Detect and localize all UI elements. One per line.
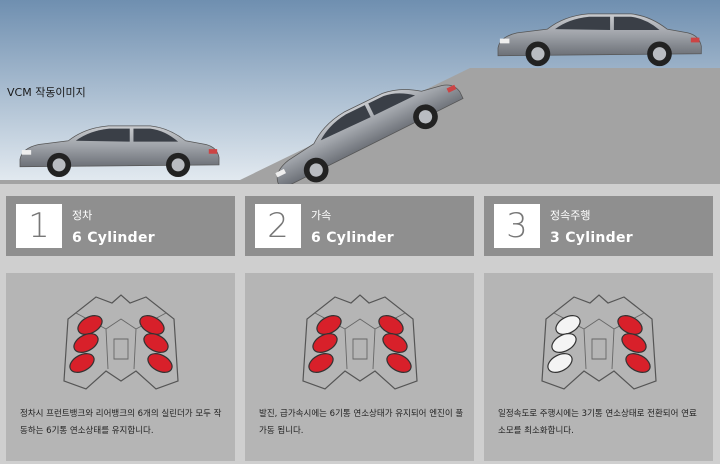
state-detail-1: 정차시 프런트뱅크와 리어뱅크의 6개의 실린더가 모두 작동하는 6기통 연소… [6, 273, 235, 461]
vcm-illustration: VCM 작동이미지 [0, 0, 720, 184]
cylinder-5 [382, 333, 408, 353]
v6-engine-icon [541, 294, 657, 390]
state-header-2: 2 가속 6 Cylinder [245, 196, 474, 256]
state-description-1: 정차시 프런트뱅크와 리어뱅크의 6개의 실린더가 모두 작동하는 6기통 연소… [20, 409, 222, 436]
engine-outline [302, 294, 418, 390]
cylinder-count-1: 6 Cylinder [72, 230, 156, 246]
cylinder-6 [386, 353, 412, 373]
cylinder-4 [378, 315, 404, 335]
cylinder-2 [73, 333, 99, 353]
cylinder-6 [625, 353, 651, 373]
cylinder-3 [308, 353, 334, 373]
cylinder-3 [547, 353, 573, 373]
state-number-3: 3 [494, 204, 540, 248]
cylinder-3 [69, 353, 95, 373]
cylinder-5 [143, 333, 169, 353]
state-detail-2: 발진, 급가속시에는 6기통 연소상태가 유지되어 엔진이 풀가동 됩니다. [245, 273, 474, 461]
engine-outline [541, 294, 657, 390]
cylinder-6 [147, 353, 173, 373]
v6-engine-icon [63, 294, 179, 390]
state-number-1: 1 [16, 204, 62, 248]
cylinder-4 [617, 315, 643, 335]
cylinder-1 [77, 315, 103, 335]
cylinder-count-2: 6 Cylinder [311, 230, 395, 246]
engine-detail [553, 312, 645, 370]
engine-detail [75, 312, 167, 370]
cylinder-1 [555, 315, 581, 335]
engine-outline [63, 294, 179, 390]
state-label-2: 가속 [311, 209, 332, 222]
cylinder-1 [316, 315, 342, 335]
state-description-3: 일정속도로 주행시에는 3기통 연소상태로 전환되어 연료소모를 최소화합니다. [498, 409, 697, 436]
cylinder-2 [551, 333, 577, 353]
v6-engine-icon [302, 294, 418, 390]
state-label-1: 정차 [72, 209, 93, 222]
cylinder-4 [139, 315, 165, 335]
state-header-1: 1 정차 6 Cylinder [6, 196, 235, 256]
state-detail-3: 일정속도로 주행시에는 3기통 연소상태로 전환되어 연료소모를 최소화합니다. [484, 273, 713, 461]
road-scene [0, 0, 720, 184]
illustration-caption: VCM 작동이미지 [7, 86, 86, 99]
cylinder-count-3: 3 Cylinder [550, 230, 634, 246]
cylinder-2 [312, 333, 338, 353]
state-number-2: 2 [255, 204, 301, 248]
engine-detail [314, 312, 406, 370]
state-description-2: 발진, 급가속시에는 6기통 연소상태가 유지되어 엔진이 풀가동 됩니다. [259, 409, 464, 436]
cylinder-5 [621, 333, 647, 353]
state-label-3: 정속주행 [550, 209, 591, 222]
state-header-3: 3 정속주행 3 Cylinder [484, 196, 713, 256]
